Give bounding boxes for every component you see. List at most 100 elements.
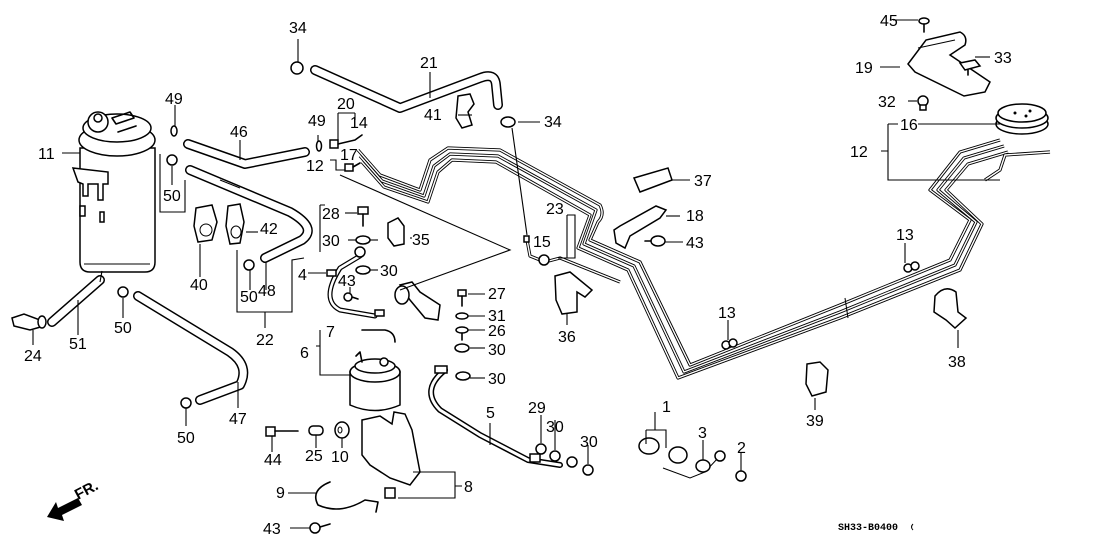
callout-31[interactable]: 31 [488, 308, 506, 325]
clip-33[interactable] [958, 59, 982, 76]
callout-4[interactable]: 4 [298, 267, 307, 284]
callout-15[interactable]: 15 [533, 234, 551, 251]
callout-24[interactable]: 24 [24, 348, 42, 365]
washer-30-d[interactable] [455, 371, 471, 381]
callout-45[interactable]: 45 [880, 13, 898, 30]
pipe-joint-14[interactable] [329, 134, 363, 172]
bolt-27[interactable] [457, 289, 467, 307]
callout-50[interactable]: 50 [114, 320, 132, 337]
callout-17[interactable]: 17 [340, 147, 358, 164]
callout-20[interactable]: 20 [337, 96, 355, 113]
callout-51[interactable]: 51 [69, 336, 87, 353]
callout-8[interactable]: 8 [464, 479, 473, 496]
callout-28[interactable]: 28 [322, 206, 340, 223]
callout-11[interactable]: 11 [38, 146, 55, 163]
callout-29[interactable]: 29 [528, 400, 546, 417]
callout-39[interactable]: 39 [806, 413, 824, 430]
bolt-43-bottom[interactable] [309, 522, 331, 534]
bolt-28[interactable] [357, 206, 369, 227]
nut-32[interactable] [917, 95, 929, 111]
callout-46[interactable]: 46 [230, 124, 248, 141]
callout-25[interactable]: 25 [305, 448, 323, 465]
clip-41[interactable] [455, 93, 475, 129]
callout-40[interactable]: 40 [190, 277, 208, 294]
callout-6[interactable]: 6 [300, 345, 309, 362]
clip-50-c[interactable] [180, 397, 192, 409]
washer-30-a[interactable] [355, 235, 371, 245]
callout-22[interactable]: 22 [256, 332, 274, 349]
callout-10[interactable]: 10 [331, 449, 349, 466]
callout-3[interactable]: 3 [698, 425, 707, 442]
fuel-filter-6[interactable] [349, 351, 401, 412]
callout-1[interactable]: 1 [662, 399, 671, 416]
nut-2[interactable] [735, 470, 747, 482]
fuel-pipe-set[interactable] [356, 138, 1051, 380]
fuel-fitting-bracket[interactable] [394, 281, 441, 321]
clip-49-mid[interactable] [315, 140, 323, 152]
callout-43[interactable]: 43 [338, 273, 356, 290]
sleeve-25[interactable] [308, 425, 324, 436]
clamp-40[interactable] [193, 204, 218, 243]
bracket-18[interactable] [613, 205, 668, 250]
callout-30[interactable]: 30 [580, 434, 598, 451]
callout-43[interactable]: 43 [686, 235, 704, 252]
callout-27[interactable]: 27 [488, 286, 506, 303]
washer-30-f[interactable] [582, 464, 594, 476]
callout-32[interactable]: 32 [878, 94, 896, 111]
callout-30[interactable]: 30 [546, 419, 564, 436]
callout-12[interactable]: 12 [850, 144, 868, 161]
clip-50-a[interactable] [166, 154, 178, 166]
charcoal-canister[interactable] [71, 111, 156, 273]
callout-37[interactable]: 37 [694, 173, 712, 190]
callout-18[interactable]: 18 [686, 208, 704, 225]
clip-50-b[interactable] [117, 286, 129, 298]
callout-30[interactable]: 30 [488, 371, 506, 388]
callout-14[interactable]: 14 [350, 115, 368, 132]
callout-36[interactable]: 36 [558, 329, 576, 346]
filter-bracket-8[interactable] [361, 411, 421, 499]
callout-30[interactable]: 30 [488, 342, 506, 359]
clamp-42[interactable] [225, 203, 245, 245]
callout-43[interactable]: 43 [263, 521, 281, 538]
callout-50[interactable]: 50 [240, 289, 258, 306]
callout-13[interactable]: 13 [896, 227, 914, 244]
callout-34[interactable]: 34 [289, 20, 307, 37]
callout-2[interactable]: 2 [737, 440, 746, 457]
callout-50[interactable]: 50 [163, 188, 181, 205]
hose-47[interactable] [133, 291, 249, 405]
callout-13[interactable]: 13 [718, 305, 736, 322]
callout-49[interactable]: 49 [308, 113, 326, 130]
callout-21[interactable]: 21 [420, 55, 438, 72]
fuel-hose-5[interactable] [428, 365, 578, 468]
hose-48[interactable] [185, 165, 313, 263]
callout-23[interactable]: 23 [546, 201, 564, 218]
callout-35[interactable]: 35 [412, 232, 430, 249]
clip-50-d[interactable] [243, 259, 255, 271]
elbow-fitting-24[interactable] [11, 313, 47, 331]
callout-33[interactable]: 33 [994, 50, 1012, 67]
callout-19[interactable]: 19 [855, 60, 873, 77]
cushion-10[interactable] [334, 421, 350, 439]
callout-41[interactable]: 41 [424, 107, 442, 124]
callout-16[interactable]: 16 [900, 117, 918, 134]
clip-34-top[interactable] [290, 61, 304, 75]
callout-47[interactable]: 47 [229, 411, 247, 428]
callout-26[interactable]: 26 [488, 323, 506, 340]
callout-5[interactable]: 5 [486, 405, 495, 422]
callout-9[interactable]: 9 [276, 485, 285, 502]
callout-48[interactable]: 48 [258, 283, 276, 300]
clip-37[interactable] [632, 167, 673, 193]
bolt-26[interactable] [455, 326, 469, 341]
filter-clamp-9[interactable] [314, 481, 379, 513]
callout-12[interactable]: 12 [306, 158, 324, 175]
washer-30-e[interactable] [549, 450, 561, 462]
hose-21[interactable] [310, 65, 503, 113]
union-fitting-1[interactable] [638, 437, 726, 479]
bolt-44[interactable] [265, 426, 299, 437]
bolt-43-center[interactable] [343, 292, 359, 302]
grommet-43-mid[interactable] [644, 235, 666, 247]
callout-7[interactable]: 7 [326, 324, 335, 341]
fuel-hose-4[interactable] [326, 246, 385, 319]
pipe-cover-19[interactable] [907, 31, 991, 97]
callout-49[interactable]: 49 [165, 91, 183, 108]
